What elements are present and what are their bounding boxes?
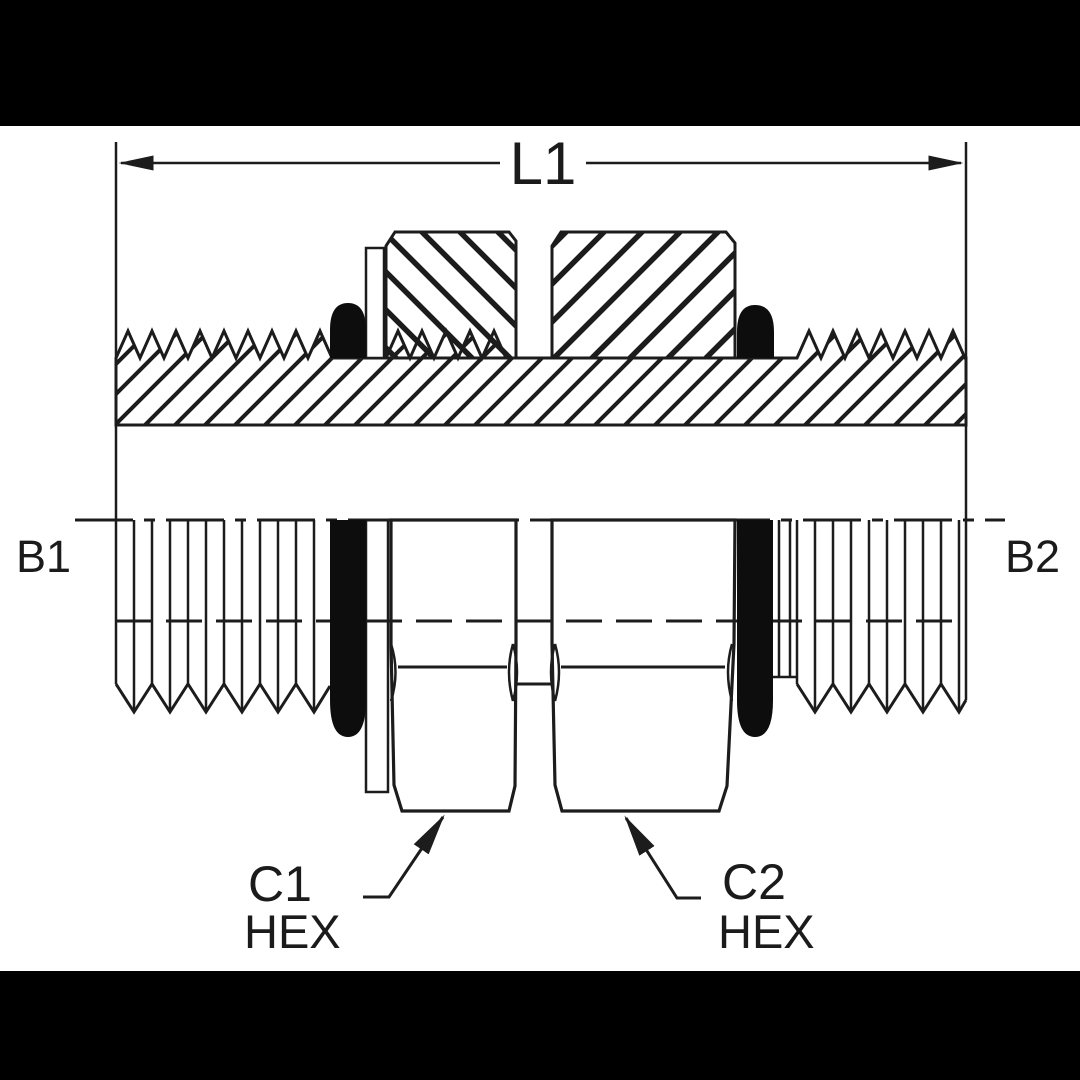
c1-label: C1 bbox=[248, 856, 312, 912]
hex-flat-lines bbox=[398, 665, 725, 686]
right-nut-section bbox=[550, 230, 737, 360]
thread-left-crest bbox=[114, 681, 332, 715]
body-section-band bbox=[114, 327, 968, 427]
b1-label: B1 bbox=[16, 531, 71, 582]
c1-hex-label: HEX bbox=[244, 905, 341, 958]
b2-label: B2 bbox=[1005, 531, 1060, 582]
extension-lines bbox=[114, 142, 968, 700]
l1-label: L1 bbox=[510, 130, 577, 197]
c2-label: C2 bbox=[722, 854, 786, 910]
oring-left-external bbox=[330, 520, 366, 737]
dimension-l1: L1 bbox=[118, 130, 964, 197]
oring-right-external bbox=[737, 520, 773, 737]
thread-runout-right bbox=[773, 520, 797, 679]
oring-left-section bbox=[330, 303, 366, 358]
thread-right-crest bbox=[795, 681, 968, 715]
washer-external bbox=[364, 518, 390, 794]
leader-c1 bbox=[363, 814, 445, 899]
thread-right-lines bbox=[795, 520, 961, 710]
leader-c2 bbox=[624, 815, 701, 900]
hex-corner-arcs bbox=[389, 643, 734, 702]
letterbox-bottom bbox=[0, 971, 1080, 1080]
oring-right-section bbox=[737, 305, 774, 358]
thread-left-lines bbox=[132, 520, 316, 710]
letterbox-top bbox=[0, 0, 1080, 126]
washer-section bbox=[364, 246, 386, 360]
c2-hex-label: HEX bbox=[718, 905, 815, 958]
